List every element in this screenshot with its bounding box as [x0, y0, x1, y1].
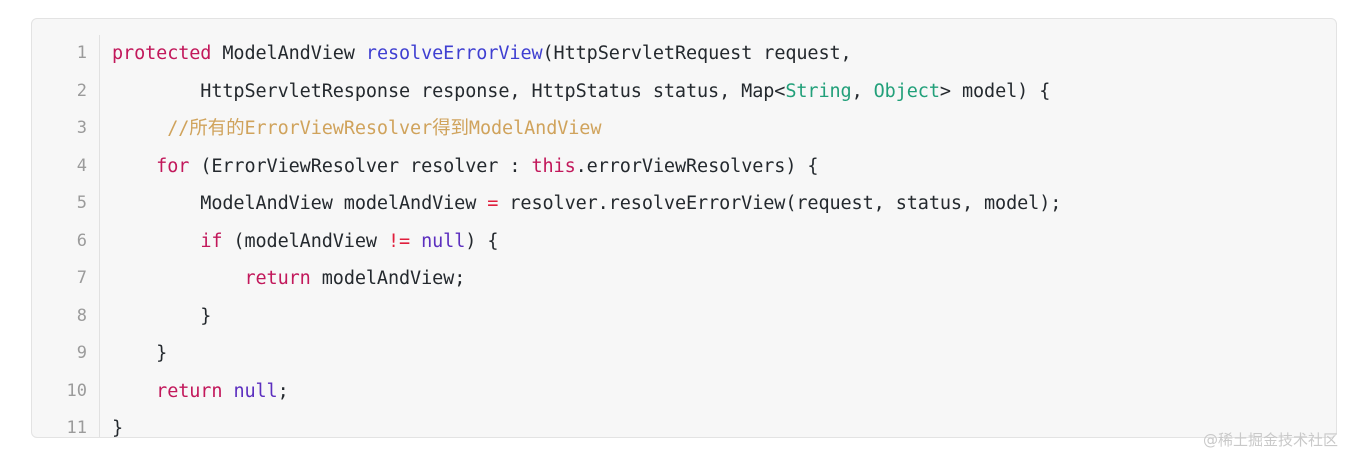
line-number: 4 [76, 155, 87, 176]
code-token [112, 118, 167, 139]
code-token: modelAndView; [310, 268, 466, 289]
code-token: Object [873, 80, 940, 102]
watermark: @稀土掘金技术社区 [1202, 431, 1338, 449]
code-token [222, 381, 233, 402]
code-token: > model) { [939, 80, 1051, 102]
code-content[interactable]: protected ModelAndView resolveErrorView(… [100, 35, 1336, 438]
code-token [355, 43, 366, 64]
code-token: (modelAndView [222, 230, 388, 252]
code-token: , [851, 80, 874, 102]
code-line[interactable]: } [112, 410, 1336, 438]
line-number: 9 [76, 343, 87, 363]
code-token: ModelAndView modelAndView [112, 193, 488, 214]
line-number: 8 [76, 305, 87, 326]
code-token: if [200, 230, 223, 252]
code-token: String [785, 80, 852, 102]
code-token: } [112, 418, 124, 438]
code-line[interactable]: if (modelAndView != null) { [112, 223, 1336, 261]
line-number: 10 [66, 380, 87, 401]
code-token: protected [112, 43, 212, 64]
code-token: ModelAndView [222, 43, 355, 64]
code-token: HttpServletResponse response, HttpStatus… [112, 80, 786, 102]
code-line[interactable]: return null; [112, 373, 1336, 411]
code-token: null [233, 380, 278, 402]
code-token: ; [277, 380, 289, 402]
line-number: 1 [76, 43, 87, 63]
code-token: } [112, 343, 168, 364]
code-line[interactable]: } [112, 335, 1336, 373]
code-line[interactable]: return modelAndView; [112, 260, 1336, 298]
code-token: this [531, 155, 576, 177]
code-block-body: 1 2 3 4 5 6 7 8 9 10 11 protected ModelAndView res… [32, 19, 1336, 437]
code-token [112, 231, 200, 252]
code-token: ) { [465, 230, 499, 252]
code-token [112, 268, 244, 289]
code-token: return [244, 268, 311, 289]
code-token [410, 231, 421, 252]
line-number: 5 [76, 193, 87, 213]
code-token: resolver.resolveErrorView(request, statu… [498, 193, 1062, 214]
code-token: (HttpServletRequest request, [542, 43, 852, 64]
code-line[interactable]: protected ModelAndView resolveErrorView(… [112, 35, 1336, 73]
code-token: for [156, 155, 190, 177]
line-number: 11 [66, 418, 87, 438]
code-token: .errorViewResolvers) { [575, 155, 819, 177]
code-token: = [487, 193, 499, 214]
code-line[interactable]: } [112, 298, 1336, 336]
code-line[interactable]: HttpServletResponse response, HttpStatus… [112, 73, 1336, 111]
code-line[interactable]: for (ErrorViewResolver resolver : this.e… [112, 148, 1336, 186]
line-number: 3 [76, 118, 87, 138]
code-token: } [112, 305, 212, 327]
line-number-gutter: 1 2 3 4 5 6 7 8 9 10 11 [32, 35, 100, 438]
code-token [112, 381, 156, 402]
code-token: return [156, 380, 223, 402]
code-line[interactable]: ModelAndView modelAndView = resolver.res… [112, 185, 1336, 223]
line-number: 2 [76, 80, 87, 101]
code-token: != [387, 230, 411, 252]
code-token: null [421, 230, 466, 252]
code-token [112, 156, 156, 177]
code-token [211, 43, 222, 64]
code-token: resolveErrorView [365, 43, 543, 64]
line-number: 6 [76, 230, 87, 251]
code-line[interactable]: //所有的ErrorViewResolver得到ModelAndView [112, 110, 1336, 148]
code-token: //所有的ErrorViewResolver得到ModelAndView [167, 118, 602, 139]
code-block-card: 1 2 3 4 5 6 7 8 9 10 11 protected ModelAndView res… [31, 18, 1337, 438]
line-number: 7 [76, 268, 87, 288]
code-token: (ErrorViewResolver resolver : [189, 155, 532, 177]
